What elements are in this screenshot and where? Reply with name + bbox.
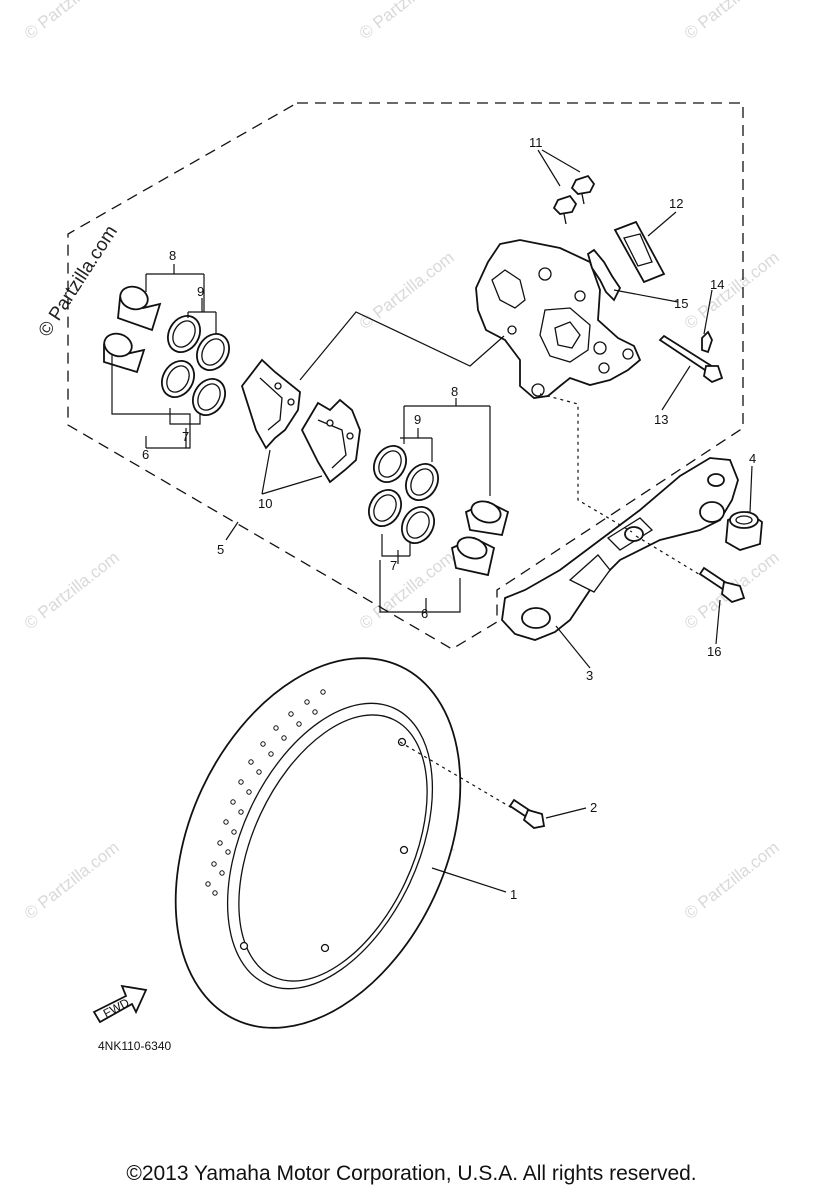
piston xyxy=(103,332,146,374)
callout-8: 8 xyxy=(169,248,176,263)
callout-12: 12 xyxy=(669,196,683,211)
watermark-faint: © Partzilla.com xyxy=(356,548,458,634)
pad-spring-plate xyxy=(613,220,666,284)
watermark-faint: © Partzilla.com xyxy=(21,0,123,43)
callout-13: 13 xyxy=(654,412,668,427)
callout-1: 1 xyxy=(510,887,517,902)
callout-7: 7 xyxy=(182,429,189,444)
leader-lines xyxy=(111,149,753,893)
bleed-screw xyxy=(552,194,578,225)
callout-6: 6 xyxy=(421,606,428,621)
disc-bolt xyxy=(508,798,546,829)
caliper-bracket xyxy=(501,457,739,641)
brake-pad xyxy=(300,398,361,484)
callout-11: 11 xyxy=(529,135,543,150)
disc-holes xyxy=(205,689,326,896)
left-piston-group xyxy=(103,285,230,416)
right-piston-group xyxy=(368,445,510,577)
callout-5: 5 xyxy=(217,542,224,557)
callout-10: 10 xyxy=(258,496,272,511)
piston-seal xyxy=(405,463,439,501)
retaining-clip xyxy=(701,330,713,354)
watermark-faint: © Partzilla.com xyxy=(681,0,783,43)
diagram-code: 4NK110-6340 xyxy=(98,1039,171,1053)
piston xyxy=(450,536,496,577)
brake-disc xyxy=(174,657,462,1029)
piston-seal xyxy=(196,333,230,371)
piston-seal xyxy=(368,489,402,527)
piston xyxy=(464,500,510,537)
callout-6: 6 xyxy=(142,447,149,462)
callout-14: 14 xyxy=(710,277,724,292)
caliper-body xyxy=(475,239,642,399)
piston-seal xyxy=(161,360,195,398)
watermark-faint: © Partzilla.com xyxy=(21,548,123,634)
pad-clip xyxy=(586,248,622,302)
watermark-faint: © Partzilla.com xyxy=(356,248,458,334)
watermark-faint: © Partzilla.com xyxy=(681,838,783,924)
copyright-notice: ©2013 Yamaha Motor Corporation, U.S.A. A… xyxy=(126,1162,697,1185)
callout-8: 8 xyxy=(451,384,458,399)
callout-3: 3 xyxy=(586,668,593,683)
callout-15: 15 xyxy=(674,296,688,311)
callout-4: 4 xyxy=(749,451,756,466)
bleed-screw xyxy=(570,174,596,205)
piston xyxy=(117,285,162,332)
callout-16: 16 xyxy=(707,644,721,659)
piston-seal xyxy=(167,315,201,353)
callout-2: 2 xyxy=(590,800,597,815)
piston-seal xyxy=(373,445,407,483)
collar xyxy=(725,510,763,551)
watermark-faint: © Partzilla.com xyxy=(356,0,458,43)
watermark-faint: © Partzilla.com xyxy=(21,838,123,924)
piston-seal xyxy=(401,506,435,544)
forward-arrow-icon: FWD xyxy=(92,984,148,1024)
callout-7: 7 xyxy=(390,558,397,573)
bracket-bolt xyxy=(698,566,746,604)
callout-labels: 11 12 14 15 13 4 16 3 2 1 8 9 6 7 10 5 8… xyxy=(142,135,756,902)
watermark-main: © Partzilla.com xyxy=(35,222,122,341)
callout-9: 9 xyxy=(414,412,421,427)
callout-9: 9 xyxy=(197,284,204,299)
brake-pad xyxy=(240,358,301,450)
pad-pin xyxy=(658,334,724,384)
piston-seal xyxy=(192,378,226,416)
watermark-faint: © Partzilla.com xyxy=(681,248,783,334)
